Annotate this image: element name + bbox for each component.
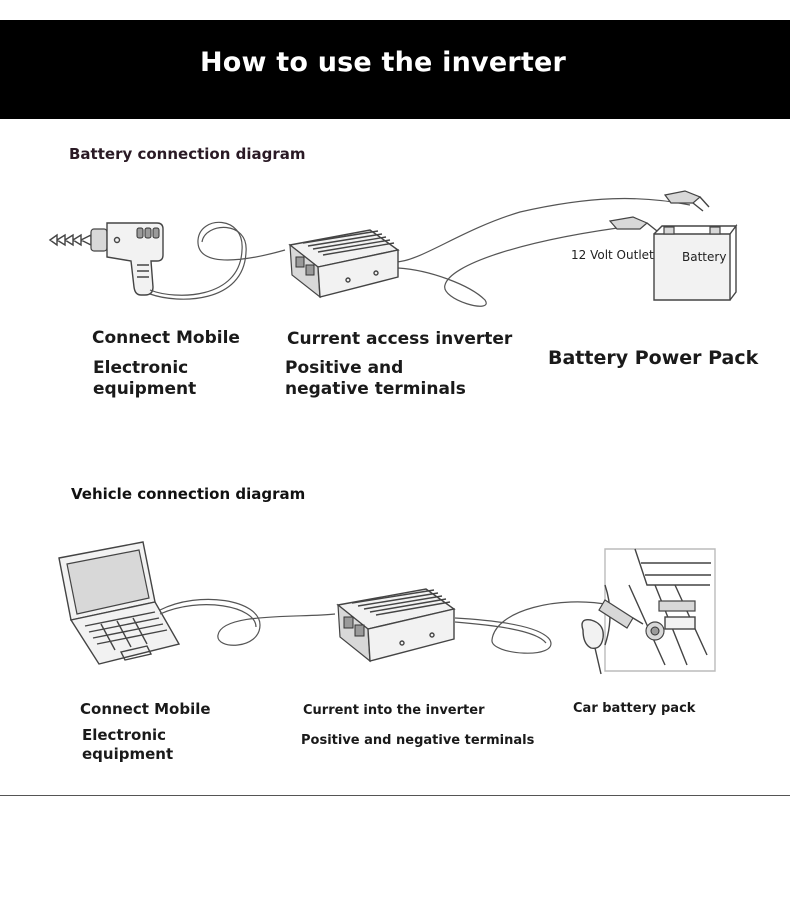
battery-label-equipment: Electronic equipment: [93, 358, 197, 399]
laptop-icon: [58, 541, 181, 665]
cigarette-plug-icon: [581, 599, 644, 675]
page-title: How to use the inverter: [199, 47, 567, 78]
battery-label-terminals: Positive and negative terminals: [285, 358, 466, 399]
clamp-icon: [608, 190, 710, 232]
battery-text: Battery: [682, 250, 727, 264]
battery-label-connect: Connect Mobile: [92, 328, 240, 348]
inverter-icon: [288, 229, 400, 299]
header-bar: [0, 20, 790, 119]
battery-section-title: Battery connection diagram: [69, 145, 306, 163]
drill-icon: [48, 222, 164, 296]
outlet-text: 12 Volt Outlet: [571, 248, 654, 262]
vehicle-label-equipment: Electronic equipment: [82, 726, 174, 763]
car-dashboard-icon: [604, 548, 716, 672]
inverter-icon: [336, 588, 456, 663]
battery-label-access: Current access inverter: [287, 329, 513, 349]
battery-icon: [653, 223, 738, 301]
vehicle-label-terminals: Positive and negative terminals: [301, 733, 535, 748]
vehicle-label-pack: Car battery pack: [573, 701, 696, 716]
vehicle-label-connect: Connect Mobile: [80, 700, 211, 718]
vehicle-section-title: Vehicle connection diagram: [71, 485, 306, 503]
bottom-divider: [0, 795, 790, 796]
vehicle-label-into: Current into the inverter: [303, 703, 485, 718]
battery-label-pack: Battery Power Pack: [548, 347, 759, 369]
